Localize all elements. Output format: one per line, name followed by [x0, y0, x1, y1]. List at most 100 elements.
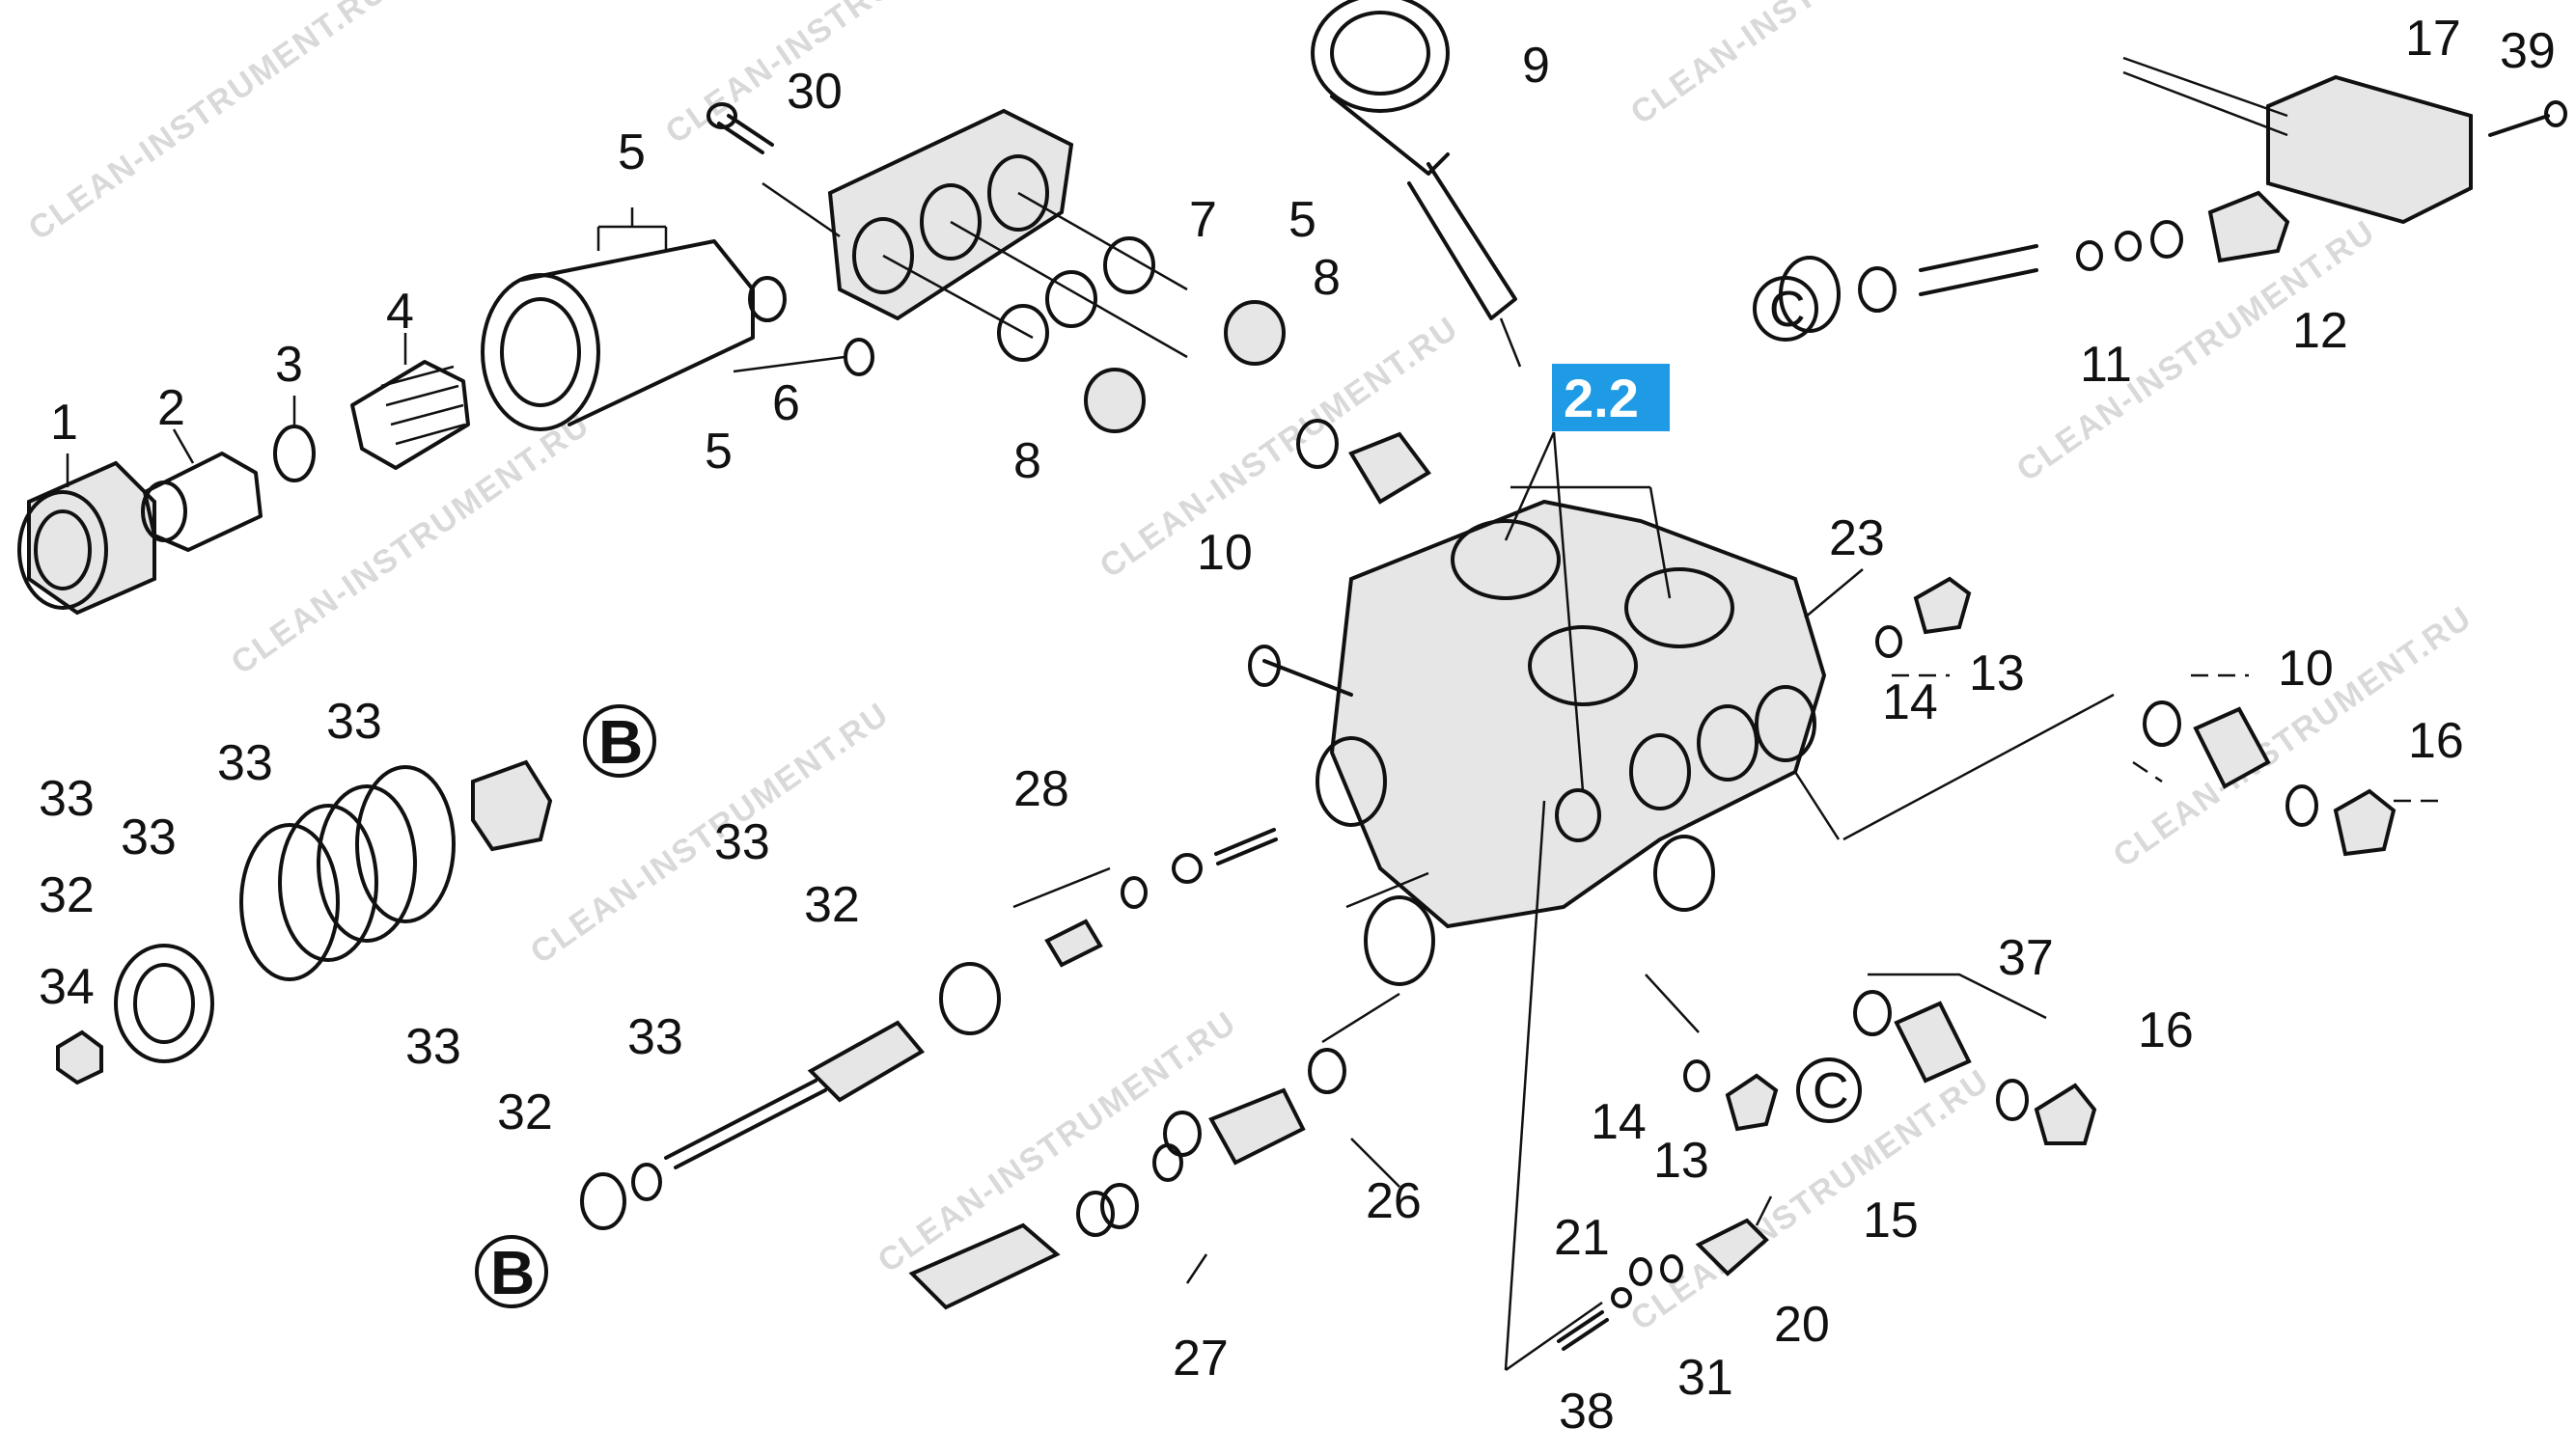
- part-5-manifold: [748, 108, 1188, 359]
- part-label: 6: [772, 375, 800, 431]
- part-label: 33: [627, 1009, 683, 1065]
- part-label: 39: [2500, 23, 2556, 79]
- highlight-2-2[interactable]: 2.2: [1552, 364, 1670, 431]
- part-label: 33: [326, 694, 382, 750]
- part-label: 1: [50, 395, 78, 451]
- part-9-pressure-gauge: [1311, 0, 1522, 368]
- part-14-o-ring-lower: [1683, 1059, 1710, 1092]
- part-label: 7: [1189, 192, 1217, 248]
- part-33-valve-seat: [471, 759, 553, 852]
- part-20-21-o-rings: [1629, 1254, 1683, 1286]
- part-28-valve-assembly: [1044, 828, 1278, 968]
- part-label: 17: [2405, 11, 2461, 67]
- part-label: 33: [405, 1019, 461, 1075]
- svg-text:C: C: [1769, 282, 1806, 338]
- part-label: 5: [1288, 192, 1316, 248]
- watermark: CLEAN-INSTRUMENT.RU: [225, 406, 597, 682]
- part-27-piston: [908, 1143, 1183, 1310]
- part-label: 14: [1882, 674, 1938, 730]
- part-label: 32: [804, 877, 860, 933]
- callout-c-upper: C: [1753, 276, 1818, 342]
- part-13-plug-top: [1913, 576, 1972, 635]
- part-23-pump-head: [1248, 499, 1827, 986]
- part-33-spring-seat: [114, 944, 214, 1063]
- part-13-plug-lower: [1725, 1073, 1779, 1132]
- part-label: 32: [39, 867, 95, 923]
- part-16-plug-right: [2285, 784, 2396, 857]
- part-label: 33: [217, 735, 273, 791]
- part-12-fitting: [2150, 190, 2290, 263]
- part-26-piston: [1163, 1048, 1346, 1166]
- watermark: CLEAN-INSTRUMENT.RU: [22, 0, 395, 248]
- part-label: 31: [1677, 1350, 1733, 1406]
- part-label: 33: [121, 810, 177, 865]
- part-label: 37: [1998, 930, 2054, 986]
- part-label: 32: [497, 1084, 553, 1140]
- svg-text:B: B: [490, 1238, 535, 1307]
- part-8-plugs: [1084, 300, 1286, 433]
- part-label: 3: [275, 337, 303, 393]
- part-label: 20: [1774, 1297, 1830, 1353]
- part-label: 38: [1559, 1384, 1615, 1440]
- callout-b-upper: B: [583, 704, 656, 778]
- part-33-spring: [239, 765, 456, 981]
- part-label: 14: [1591, 1094, 1647, 1150]
- part-label: 12: [2292, 303, 2348, 359]
- part-label: 33: [714, 814, 770, 870]
- leader-lines: [1012, 431, 2442, 1372]
- part-label: 28: [1013, 761, 1069, 817]
- part-number-labels: 1 2 3 4 5 5 5 6 7 8 8 9 10 10 11 12 13 1…: [39, 11, 2556, 1440]
- highlight-label: 2.2: [1564, 368, 1639, 428]
- part-32-o-ring: [939, 962, 1001, 1035]
- part-16-plug-lower: [1996, 1079, 2097, 1145]
- watermark: CLEAN-INSTRUMENT.RU: [1624, 0, 1997, 132]
- part-label: 26: [1366, 1173, 1422, 1229]
- part-38-spring: [1557, 1310, 1609, 1351]
- part-34-nut: [56, 1029, 103, 1085]
- part-label: 9: [1522, 38, 1550, 94]
- part-label: 15: [1863, 1193, 1919, 1249]
- part-1-union-nut: [17, 453, 156, 616]
- part-30-screw: [706, 102, 774, 154]
- part-label: 8: [1013, 433, 1041, 489]
- part-label: 5: [705, 424, 733, 480]
- callout-c-lower: C: [1796, 1057, 1862, 1123]
- part-label: 4: [386, 284, 414, 340]
- part-label: 16: [2138, 1002, 2194, 1058]
- part-5-cylinder: [481, 207, 755, 431]
- part-label: 27: [1173, 1331, 1229, 1386]
- part-label: 10: [1197, 525, 1253, 581]
- part-4-filter: [350, 333, 470, 470]
- svg-text:B: B: [598, 707, 643, 777]
- part-label: 23: [1829, 510, 1885, 566]
- part-39-screw: [2488, 100, 2567, 137]
- part-label: 5: [618, 124, 646, 180]
- part-17-switch: [2122, 56, 2473, 225]
- part-14-o-ring-top: [1875, 625, 1902, 658]
- callout-b-lower: B: [475, 1235, 548, 1308]
- part-label: 33: [39, 771, 95, 827]
- part-label: 13: [1653, 1133, 1709, 1189]
- part-33-piston-rod: [580, 1020, 926, 1230]
- highlight-badge[interactable]: [1552, 364, 1670, 431]
- part-label: 8: [1313, 250, 1341, 306]
- part-label: 2: [157, 380, 185, 436]
- part-label: 13: [1969, 645, 2025, 701]
- part-label: 10: [2278, 641, 2334, 697]
- svg-text:C: C: [1813, 1063, 1849, 1119]
- part-label: 21: [1554, 1210, 1610, 1266]
- part-11-valve-assembly: [1779, 231, 2142, 333]
- part-10-valve-top: [1296, 419, 1431, 505]
- watermark: CLEAN-INSTRUMENT.RU: [872, 1004, 1244, 1280]
- part-label: 16: [2408, 713, 2464, 769]
- part-7-o-rings: [997, 236, 1155, 362]
- part-37-valve: [1853, 990, 1972, 1084]
- part-10-valve-right: [2143, 700, 2271, 789]
- part-label: 11: [2080, 337, 2132, 393]
- part-label: 34: [39, 959, 95, 1015]
- part-15-nozzle: [1695, 1218, 1769, 1277]
- part-label: 30: [787, 64, 843, 120]
- part-31-ball: [1611, 1287, 1632, 1308]
- part-6-o-ring: [733, 338, 874, 376]
